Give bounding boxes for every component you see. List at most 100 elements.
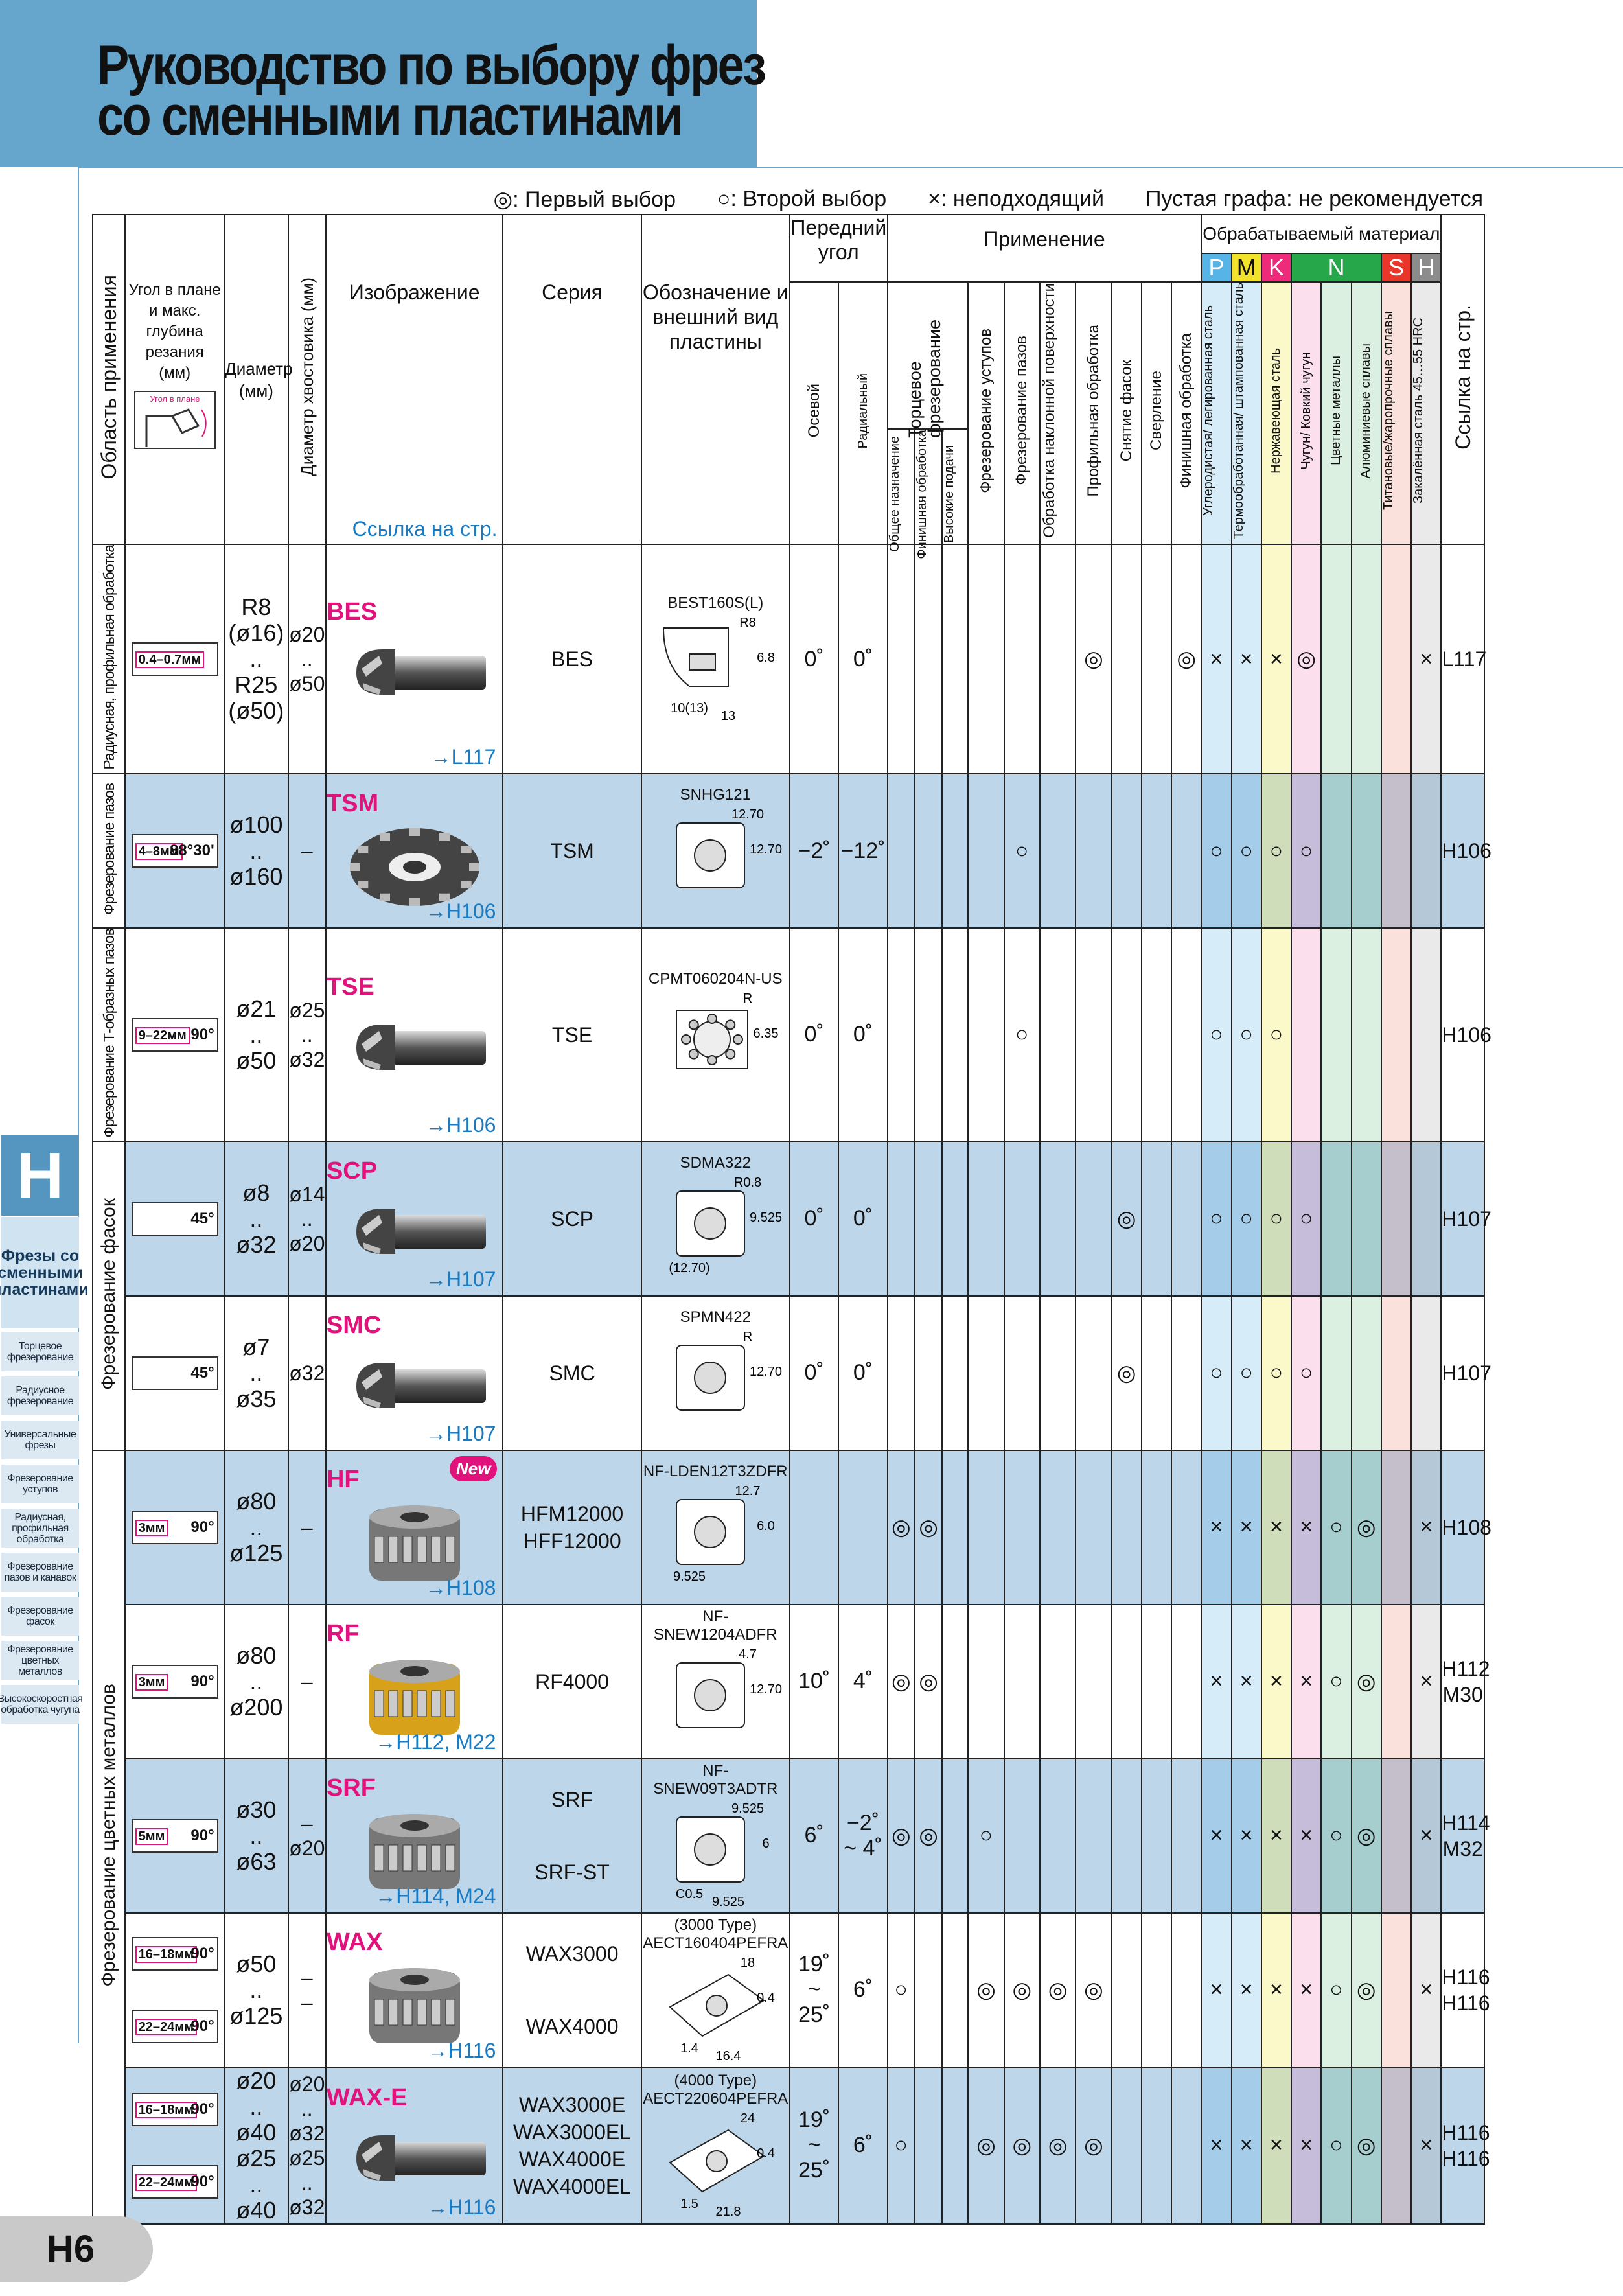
angle-label: 90°: [190, 1518, 214, 1536]
material-mark: ◎: [1350, 1449, 1382, 1605]
application-mark: [886, 1295, 915, 1451]
application-mark: [1140, 927, 1173, 1142]
application-mark: [1039, 1295, 1077, 1451]
side-nav-item[interactable]: Универсальные фрезы: [1, 1421, 79, 1459]
application-mark: [941, 1449, 969, 1605]
material-mark: [1380, 2066, 1412, 2225]
side-nav-item[interactable]: Высокоскоростная обработка чугуна: [0, 1685, 83, 1724]
image-cell: RF→H112, M22: [325, 1603, 504, 1759]
image-page-link[interactable]: →H108: [425, 1575, 496, 1599]
application-mark: [1003, 1295, 1041, 1451]
insert-dimension: 10(13): [671, 701, 708, 715]
image-page-link[interactable]: →H116: [427, 2195, 496, 2219]
insert-dimension: 12.70: [750, 842, 782, 857]
insert-code: SPMN422: [680, 1308, 751, 1326]
page-ref-cell[interactable]: H108: [1440, 1449, 1491, 1605]
page-ref-cell[interactable]: H107: [1440, 1295, 1491, 1451]
angle-cell: 0.4–0.7мм: [124, 544, 225, 775]
image-page-link[interactable]: →H107: [425, 1421, 496, 1445]
application-mark: [1003, 544, 1041, 775]
material-mark: ×: [1230, 1757, 1262, 1914]
value-line: ..: [249, 1822, 263, 1849]
insert-code: (4000 Type) AECT220604PEFRA: [643, 2071, 788, 2107]
tool-image-icon: [369, 1505, 460, 1581]
page-ref-cell[interactable]: H106: [1440, 773, 1491, 929]
application-mark: ◎: [914, 1603, 943, 1759]
diameter-cell: ø80..ø200: [224, 1603, 289, 1759]
chapter-tab[interactable]: H: [1, 1135, 79, 1216]
value-line: ø32: [289, 2121, 325, 2145]
material-mark: ×: [1410, 544, 1442, 775]
application-mark: [1171, 2066, 1203, 2225]
page-ref-cell[interactable]: L117: [1440, 544, 1486, 775]
side-nav-item[interactable]: Торцевое фрезерование: [1, 1332, 79, 1371]
material-mark: [1350, 1295, 1382, 1451]
material-mark: [1350, 1141, 1382, 1297]
symbol-legend: ◎: Первый выбор ○: Второй выбор ×: непод…: [493, 187, 1483, 213]
header-face-milling-group: Торцевое фрезерование Общее назначение Ф…: [886, 281, 969, 559]
value-line: ø63: [236, 1848, 277, 1875]
tool-image-icon: [369, 1968, 460, 2044]
radial-rake: −2˚ ~ 4˚: [838, 1757, 888, 1914]
series-cell: SMC: [502, 1295, 642, 1451]
insert-dimension: 9.525: [712, 1895, 744, 1909]
header-mat-titanium: Титановые/жаропрочные сплавы: [1380, 281, 1412, 546]
value-line: –: [301, 1515, 313, 1539]
header-app-chamfer: Снятие фасок: [1111, 281, 1142, 546]
depth-label: 22–24мм: [135, 2018, 197, 2035]
side-nav-item[interactable]: Фрезерование цветных металлов: [1, 1641, 79, 1680]
side-nav-item[interactable]: Фрезерование фасок: [1, 1597, 79, 1636]
image-page-link[interactable]: →L117: [430, 745, 496, 769]
application-mark: ○: [1003, 927, 1041, 1142]
side-nav-section[interactable]: Фрезы со сменными пластинами: [0, 1217, 89, 1328]
application-mark: ◎: [967, 1912, 1005, 2068]
value-line: –: [301, 1966, 313, 1989]
image-page-link[interactable]: →H116: [427, 2038, 496, 2062]
tool-image-icon: [356, 1363, 486, 1409]
value-line: –: [301, 1990, 313, 2014]
side-nav-item[interactable]: Фрезерование пазов и канавок: [1, 1553, 79, 1592]
shank-cell: –: [287, 1603, 327, 1759]
series-cell: BES: [502, 544, 642, 775]
material-mark: [1410, 773, 1442, 929]
image-page-link[interactable]: →H112, M22: [375, 1730, 496, 1754]
title-line-1: Руководство по выбору фрез: [97, 34, 766, 97]
area-cell: Фрезерование цветных металлов: [91, 1449, 126, 2225]
image-page-link[interactable]: →H106: [425, 1113, 496, 1137]
insert-dimension: R0.8: [734, 1176, 761, 1190]
insert-code: SDMA322: [680, 1154, 751, 1172]
header-app-inclined: Обработка наклонной поверхности: [1039, 281, 1077, 546]
image-page-link[interactable]: →H114, M24: [375, 1884, 496, 1908]
application-mark: [886, 773, 915, 929]
insert-code: CPMT060204N-US: [648, 969, 783, 988]
side-nav-item[interactable]: Фрезерование уступов: [1, 1465, 79, 1503]
page-ref-cell[interactable]: H106: [1440, 927, 1491, 1142]
value-line: ø21: [236, 995, 277, 1022]
application-mark: [1111, 927, 1142, 1142]
header-face-milling: Торцевое фрезерование: [905, 319, 945, 438]
series-label: WAX3000E: [518, 2093, 626, 2116]
application-mark: [941, 1912, 969, 2068]
depth-label: 16–18мм: [135, 2101, 197, 2118]
insert-drawing-icon: R6.35: [676, 991, 779, 1069]
insert-dimension: 13: [721, 709, 735, 723]
application-mark: [1111, 1757, 1142, 1914]
angle-diagram-label: Угол в плане: [150, 394, 200, 404]
application-mark: [1111, 773, 1142, 929]
page-ref-cell[interactable]: H107: [1440, 1141, 1491, 1297]
side-nav-item[interactable]: Радиусная, профильная обработка: [1, 1509, 79, 1548]
material-mark: ×: [1201, 1449, 1232, 1605]
application-mark: [1171, 1295, 1203, 1451]
image-page-link[interactable]: →H106: [425, 899, 496, 923]
side-nav-item[interactable]: Радиусное фрезерование: [1, 1376, 79, 1415]
image-page-link[interactable]: →H107: [425, 1267, 496, 1291]
